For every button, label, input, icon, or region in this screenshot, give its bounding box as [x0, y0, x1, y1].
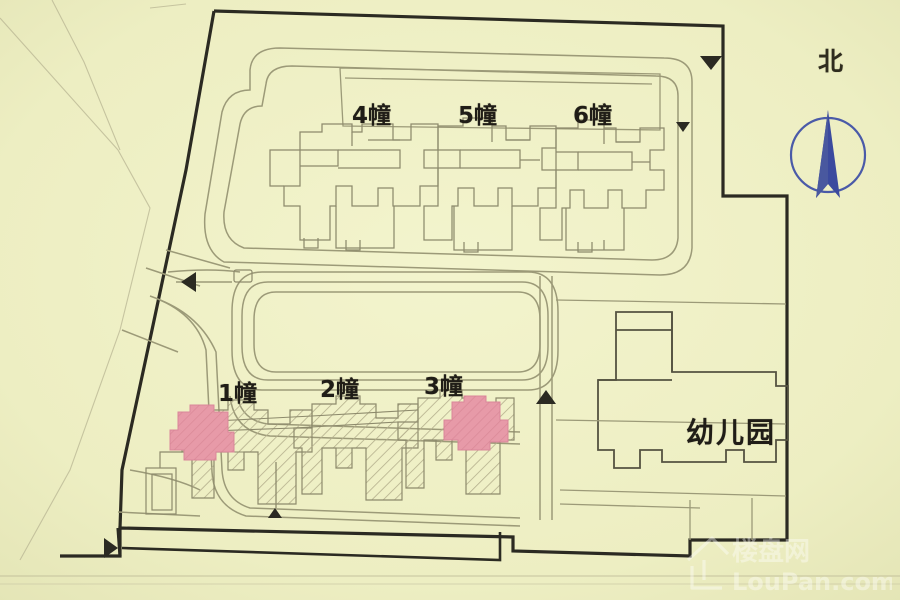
north-building-block-6	[539, 119, 665, 253]
building-label-1: 1幢	[218, 381, 258, 407]
southeast-paths	[555, 299, 787, 540]
north-ring-road	[203, 47, 693, 276]
building-label-5: 5幢	[458, 103, 498, 129]
building-label-3: 3幢	[424, 374, 464, 400]
central-courtyard-oval	[231, 271, 559, 391]
southwest-ancillary-structures	[145, 451, 182, 515]
north-building-block-4	[269, 123, 439, 251]
north-building-block-5	[423, 117, 557, 253]
entrance-markers	[104, 56, 722, 558]
compass-north-arrow-icon	[789, 110, 867, 198]
building-label-2: 2幢	[320, 377, 360, 403]
highlighted-units	[169, 395, 509, 461]
site-boundary-south-road	[121, 532, 502, 562]
kindergarten-building	[597, 311, 789, 469]
entrance-marker-east	[536, 390, 556, 404]
site-boundary-west-edge	[118, 10, 216, 529]
kindergarten-label: 幼儿园	[686, 416, 777, 449]
building-label-4: 4幢	[352, 103, 392, 129]
site-utility-box	[233, 269, 253, 283]
building-label-6: 6幢	[573, 103, 613, 129]
offsite-context-lines	[0, 0, 900, 585]
entrance-marker-north	[700, 56, 722, 70]
north-parking-aisle	[339, 67, 661, 131]
entrance-marker-west	[181, 272, 196, 292]
entrance-marker-south	[268, 508, 282, 518]
highlight-unit-right-hatch	[444, 396, 508, 450]
site-boundary	[60, 9, 789, 558]
entrance-marker-northeast	[676, 122, 690, 132]
entrance-marker-southwest	[104, 538, 118, 558]
highlight-unit-left-hatch	[170, 405, 234, 460]
site-boundary-south-edge	[116, 527, 122, 557]
compass-north-label: 北	[818, 47, 844, 76]
